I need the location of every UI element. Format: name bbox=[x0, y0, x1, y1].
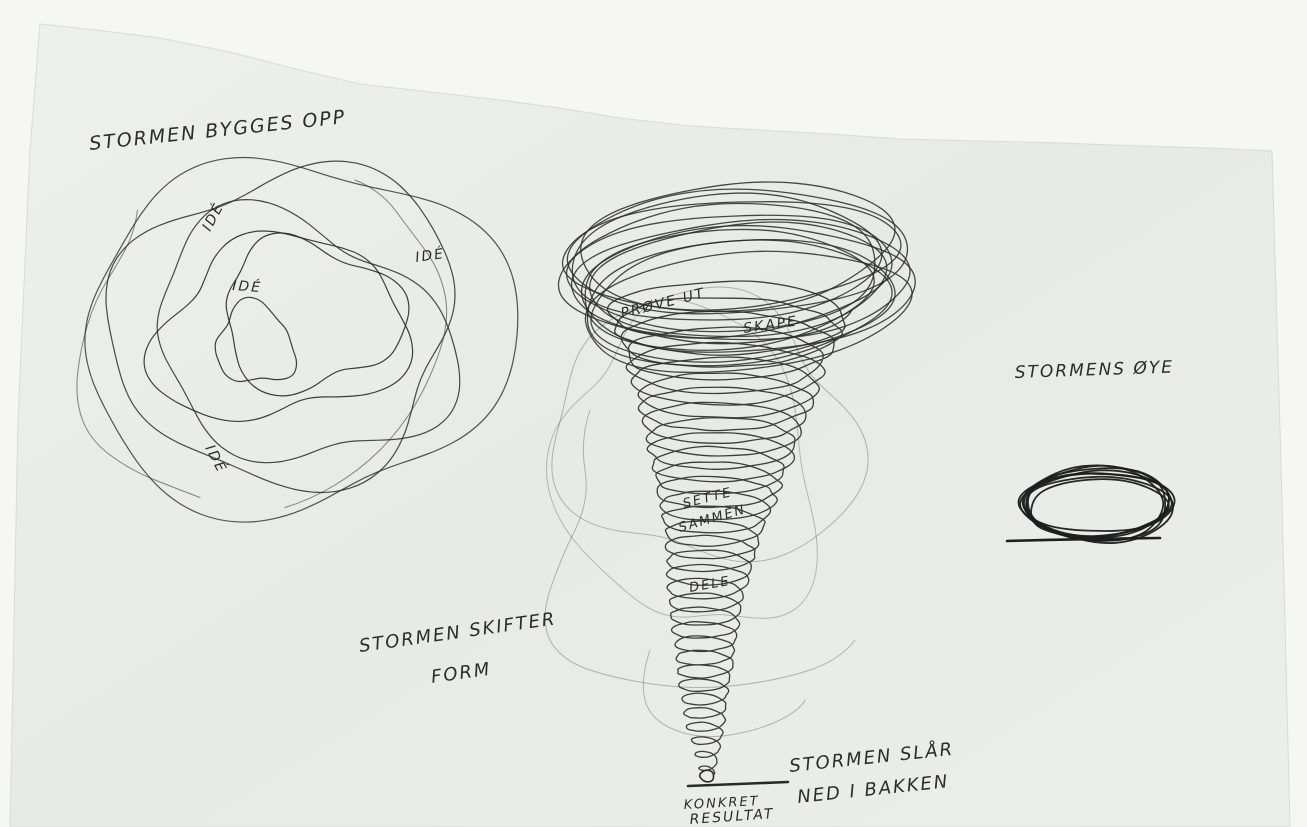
label-idea-middle: IDÉ bbox=[232, 277, 263, 296]
